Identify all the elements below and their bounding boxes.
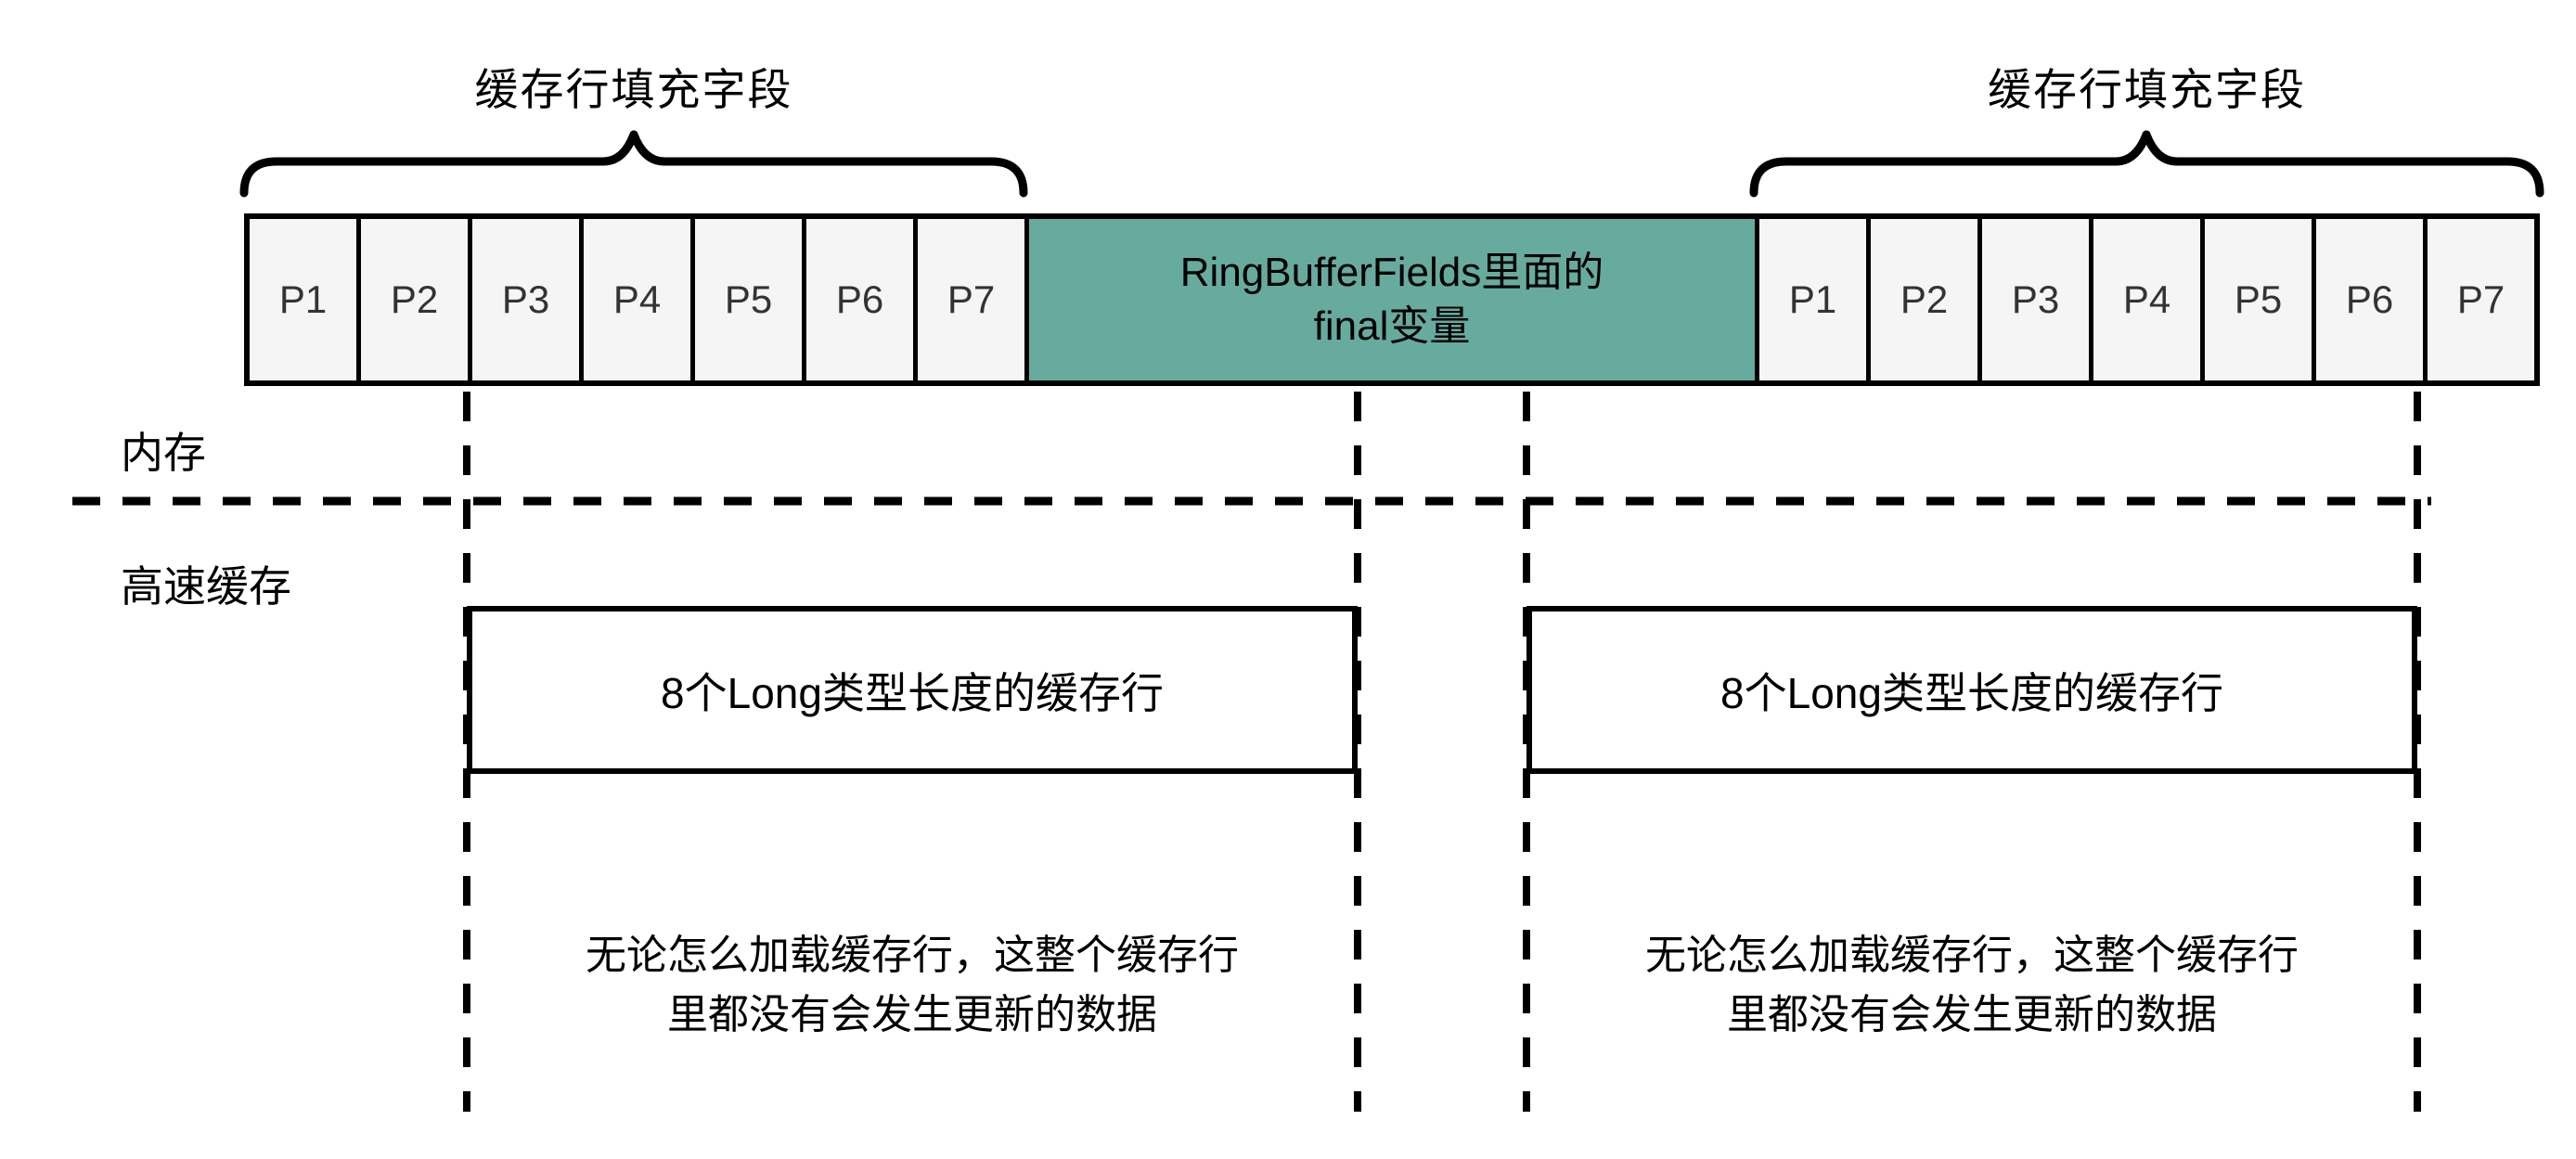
cacheline-note-right: 无论怎么加载缓存行，这整个缓存行 里都没有会发生更新的数据 <box>1526 926 2417 1045</box>
padding-cell-left-p2: P2 <box>361 219 472 380</box>
padding-cell-left-p6: P6 <box>806 219 918 380</box>
padding-fields-caption-right: 缓存行填充字段 <box>1988 65 2306 114</box>
padding-cell-left-p4: P4 <box>584 219 695 380</box>
cache-region-label: 高速缓存 <box>121 562 291 611</box>
padding-cell-right-p4: P4 <box>2093 219 2205 380</box>
padding-cell-right-p2: P2 <box>1871 219 1982 380</box>
padding-cell-left-p7: P7 <box>918 219 1029 380</box>
padding-cell-right-p5: P5 <box>2205 219 2316 380</box>
cacheline-note-right-line1: 无论怎么加载缓存行，这整个缓存行 <box>1645 933 2299 978</box>
memory-row: P1 P2 P3 P4 P5 P6 P7 RingBufferFields里面的… <box>244 213 2540 386</box>
curly-brace-left <box>239 130 1028 198</box>
cacheline-box-left-label: 8个Long类型长度的缓存行 <box>661 668 1164 717</box>
cacheline-box-right-label: 8个Long类型长度的缓存行 <box>1720 668 2223 717</box>
padding-cell-right-p3: P3 <box>1982 219 2093 380</box>
padding-cell-right-p7: P7 <box>2428 219 2534 380</box>
padding-cell-right-p1: P1 <box>1759 219 1871 380</box>
curly-brace-right <box>1749 130 2544 198</box>
ringbuffer-final-fields-line2: final变量 <box>1313 303 1471 349</box>
cacheline-note-right-line2: 里都没有会发生更新的数据 <box>1727 992 2217 1037</box>
padding-cell-left-p3: P3 <box>472 219 584 380</box>
cacheline-box-left: 8个Long类型长度的缓存行 <box>467 606 1358 774</box>
padding-cell-left-p1: P1 <box>250 219 361 380</box>
cacheline-note-left-line2: 里都没有会发生更新的数据 <box>667 992 1157 1037</box>
padding-fields-caption-left: 缓存行填充字段 <box>474 65 793 114</box>
padding-cell-right-p6: P6 <box>2316 219 2428 380</box>
cacheline-box-right: 8个Long类型长度的缓存行 <box>1526 606 2417 774</box>
ringbuffer-final-fields-line1: RingBufferFields里面的 <box>1179 250 1604 295</box>
padding-cell-left-p5: P5 <box>695 219 806 380</box>
memory-region-label: 内存 <box>121 429 206 477</box>
cacheline-note-left-line1: 无论怎么加载缓存行，这整个缓存行 <box>586 933 1239 978</box>
cacheline-note-left: 无论怎么加载缓存行，这整个缓存行 里都没有会发生更新的数据 <box>467 926 1358 1045</box>
ringbuffer-final-fields-block: RingBufferFields里面的 final变量 <box>1029 219 1759 380</box>
